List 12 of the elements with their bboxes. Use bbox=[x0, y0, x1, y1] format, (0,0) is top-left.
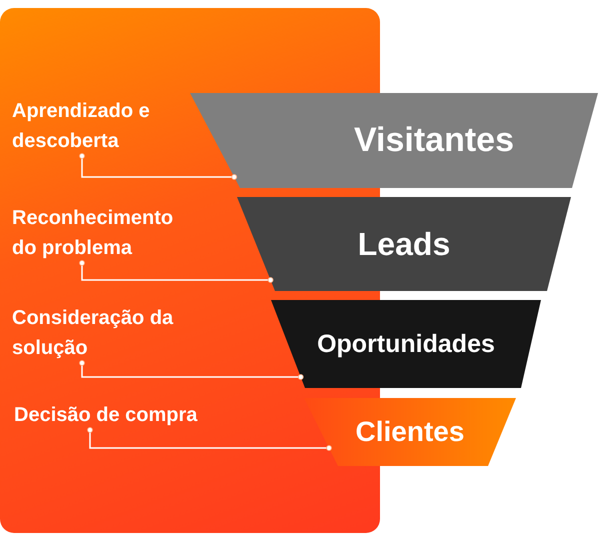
leader-line bbox=[79, 153, 238, 180]
leader-line bbox=[87, 427, 332, 451]
funnel-stage: Visitantes bbox=[190, 93, 598, 188]
stage-label: Decisão de compra bbox=[14, 400, 264, 430]
stage-label: Reconhecimento do problema bbox=[12, 203, 182, 263]
leader-line bbox=[79, 260, 274, 283]
leader-line bbox=[79, 360, 304, 380]
funnel-stage: Clientes bbox=[304, 398, 516, 466]
stage-label: Aprendizado e descoberta bbox=[12, 96, 182, 156]
funnel-stage: Leads bbox=[237, 197, 571, 291]
stage-label: Consideração da solução bbox=[12, 303, 182, 363]
funnel-stage: Oportunidades bbox=[271, 300, 541, 388]
